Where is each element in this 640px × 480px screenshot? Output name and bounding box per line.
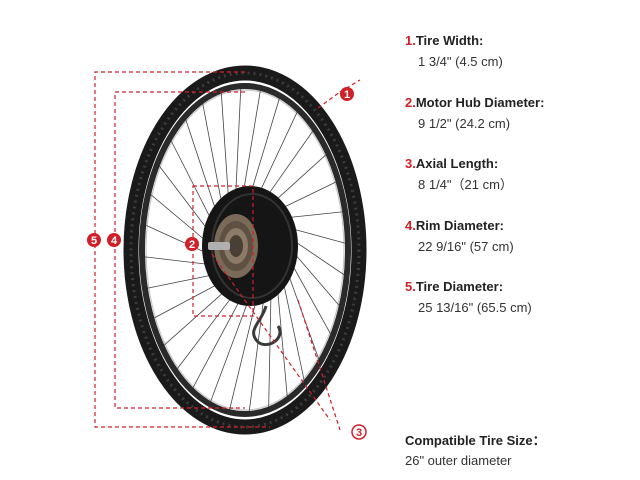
spoke bbox=[185, 119, 219, 219]
spoke bbox=[276, 281, 288, 397]
spoke bbox=[220, 93, 230, 205]
spokes bbox=[145, 89, 346, 411]
rim bbox=[139, 83, 351, 417]
spoke bbox=[210, 295, 251, 402]
axial-length-guide bbox=[211, 253, 341, 431]
spoke bbox=[202, 103, 224, 211]
compatible-value: 26" outer diameter bbox=[405, 453, 512, 468]
spec-label: Motor Hub Diameter: bbox=[415, 95, 545, 110]
callout-4-circle bbox=[107, 233, 121, 247]
spec-label: Rim Diameter: bbox=[415, 218, 504, 233]
spoke bbox=[286, 255, 331, 334]
spoke bbox=[270, 154, 326, 205]
tire-tread bbox=[129, 71, 361, 429]
spec-label: Tire Width: bbox=[415, 33, 484, 48]
spec-value: 9 1/2" (24.2 cm) bbox=[418, 116, 511, 131]
callout-5-label: 5 bbox=[91, 235, 97, 247]
spec-tire-diameter: 5.Tire Diameter: 25 13/16" (65.5 cm) bbox=[405, 279, 635, 316]
spec-label: Axial Length: bbox=[415, 156, 499, 171]
cassette bbox=[214, 214, 258, 278]
spec-number: 3. bbox=[405, 156, 416, 171]
spec-value: 8 1/4"（21 cm） bbox=[418, 177, 513, 192]
spoke bbox=[145, 256, 215, 266]
spoke bbox=[170, 140, 216, 228]
spoke bbox=[242, 90, 261, 198]
spec-number: 1. bbox=[405, 33, 416, 48]
spec-value: 22 9/16" (57 cm) bbox=[418, 239, 514, 254]
motor-cable bbox=[252, 305, 282, 347]
spoke bbox=[281, 273, 305, 381]
callout-1-circle bbox=[340, 87, 354, 101]
hub-diameter-guide bbox=[192, 185, 254, 317]
spoke bbox=[235, 89, 242, 200]
rim-diameter-guide bbox=[114, 91, 245, 409]
spec-label: Tire Diameter: bbox=[415, 279, 504, 294]
compatible-tire-size: Compatible Tire Size： 26" outer diameter bbox=[405, 433, 635, 469]
spec-motor-hub-diameter: 2.Motor Hub Diameter: 9 1/2" (24.2 cm) bbox=[405, 95, 635, 132]
spoke bbox=[268, 287, 272, 407]
spoke bbox=[150, 194, 213, 247]
spec-number: 5. bbox=[405, 279, 416, 294]
spoke bbox=[249, 98, 280, 197]
spoke bbox=[264, 131, 313, 201]
rim-highlight bbox=[145, 89, 345, 411]
spoke bbox=[192, 294, 243, 388]
compatible-title: Compatible Tire Size： bbox=[405, 433, 546, 448]
callout-4-label: 4 bbox=[111, 235, 118, 247]
callout-3-circle bbox=[351, 424, 367, 440]
spec-axial-length: 3.Axial Length: 8 1/4"（21 cm） bbox=[405, 156, 635, 193]
spec-tire-width: 1.Tire Width: 1 3/4" (4.5 cm) bbox=[405, 33, 635, 70]
spoke bbox=[177, 291, 236, 369]
callout-3-label: 3 bbox=[356, 427, 362, 439]
spoke bbox=[257, 112, 298, 198]
spoke bbox=[276, 181, 336, 212]
spoke bbox=[154, 281, 224, 319]
callout-5-circle bbox=[87, 233, 101, 247]
spoke bbox=[159, 166, 214, 237]
callout-2-circle bbox=[185, 237, 199, 251]
spec-rim-diameter: 4.Rim Diameter: 22 9/16" (57 cm) bbox=[405, 218, 635, 255]
spoke bbox=[147, 273, 219, 289]
spec-value: 25 13/16" (65.5 cm) bbox=[418, 300, 532, 315]
spec-number: 2. bbox=[405, 95, 416, 110]
spec-value: 1 3/4" (4.5 cm) bbox=[418, 54, 503, 69]
callout-2-label: 2 bbox=[189, 239, 195, 251]
spoke bbox=[146, 224, 213, 257]
spoke bbox=[248, 292, 265, 411]
spoke bbox=[284, 264, 320, 360]
axle bbox=[208, 242, 230, 250]
callout-1-label: 1 bbox=[344, 89, 350, 101]
spec-number: 4. bbox=[405, 218, 416, 233]
ebike-wheel-diagram: 1 2 3 4 5 bbox=[87, 65, 367, 440]
spoke bbox=[229, 294, 258, 410]
